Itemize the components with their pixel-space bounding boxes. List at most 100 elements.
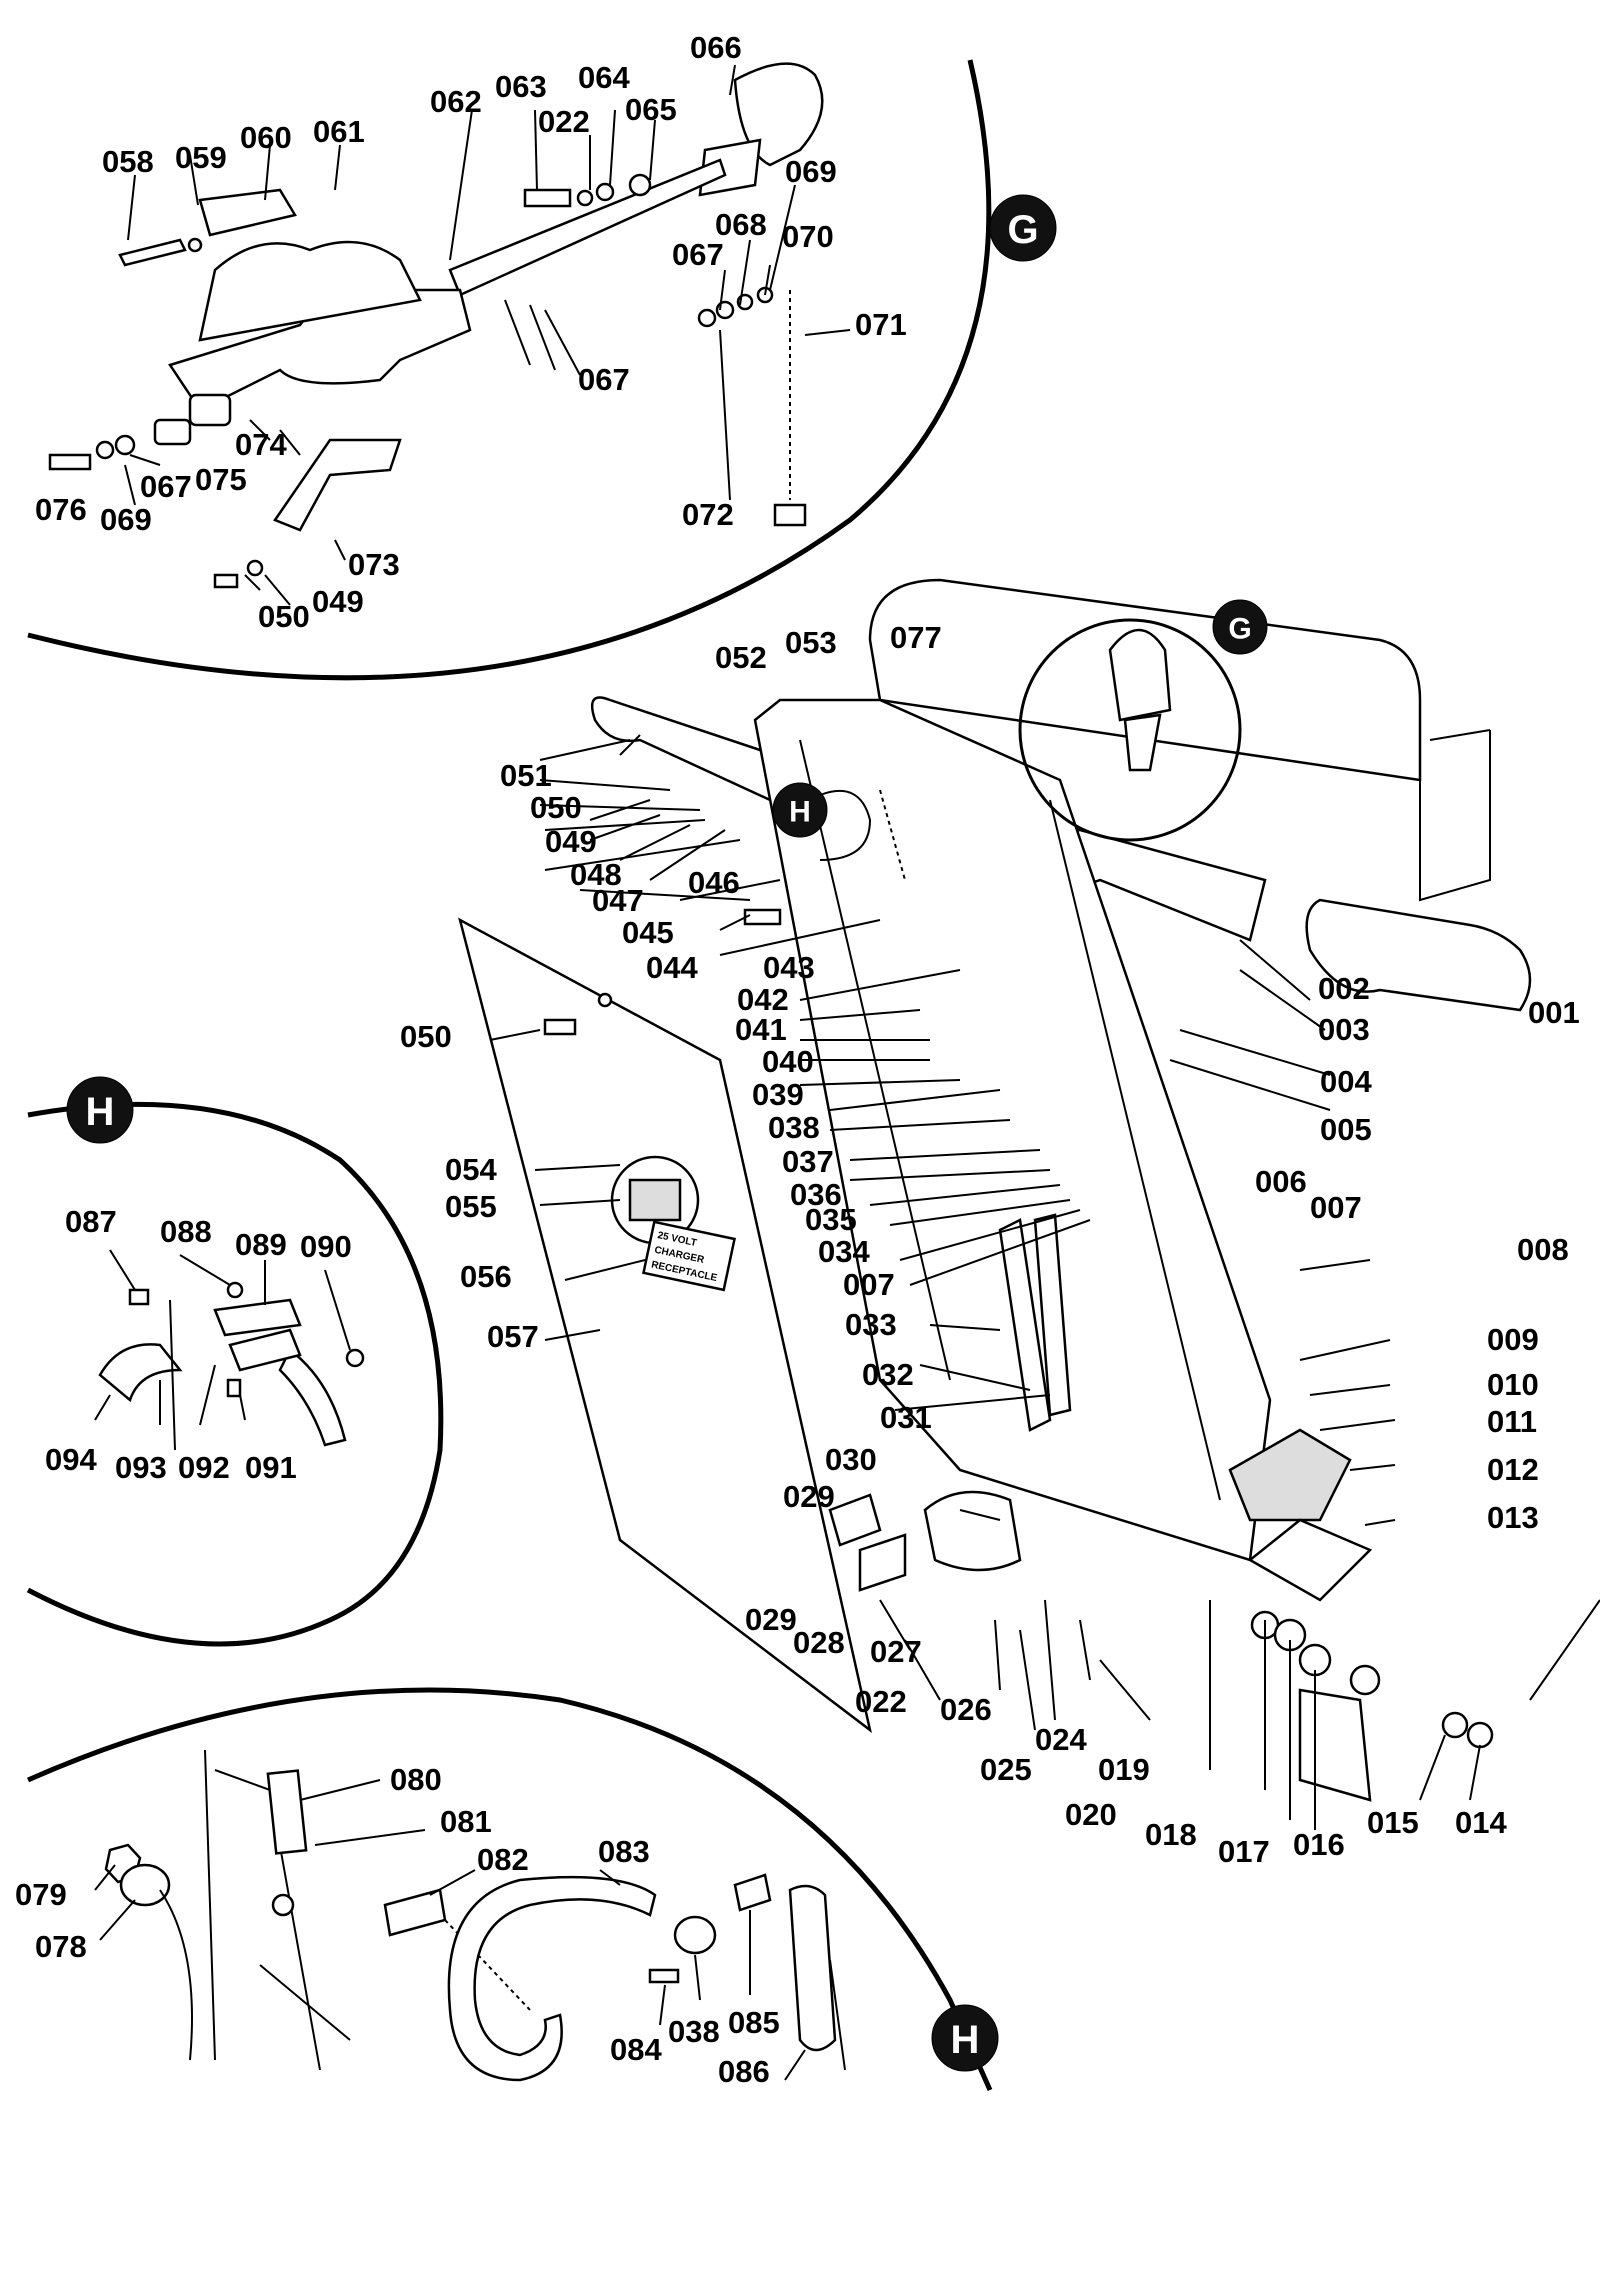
label-012: 012 xyxy=(1487,1452,1539,1487)
label-093: 093 xyxy=(115,1450,167,1485)
label-042: 042 xyxy=(737,982,789,1017)
svg-text:H: H xyxy=(789,796,811,829)
label-053: 053 xyxy=(785,625,837,660)
label-036: 036 xyxy=(790,1177,842,1212)
label-082: 082 xyxy=(477,1842,529,1877)
label-033: 033 xyxy=(845,1307,897,1342)
label-049: 049 xyxy=(545,824,597,859)
label-085: 085 xyxy=(728,2005,780,2040)
label-019: 019 xyxy=(1098,1752,1150,1787)
label-032: 032 xyxy=(862,1357,914,1392)
label-067: 067 xyxy=(672,237,724,272)
label-092: 092 xyxy=(178,1450,230,1485)
label-016: 016 xyxy=(1293,1827,1345,1862)
label-038h: 038 xyxy=(668,2014,720,2049)
label-047: 047 xyxy=(592,883,644,918)
label-061: 061 xyxy=(313,114,365,149)
label-067b: 067 xyxy=(578,362,630,397)
label-079: 079 xyxy=(15,1877,67,1912)
label-050g: 050 xyxy=(258,599,310,634)
label-083: 083 xyxy=(598,1834,650,1869)
label-080: 080 xyxy=(390,1762,442,1797)
label-050: 050 xyxy=(530,790,582,825)
label-028: 028 xyxy=(793,1625,845,1660)
label-069: 069 xyxy=(785,154,837,189)
label-024: 024 xyxy=(1035,1722,1087,1757)
label-065: 065 xyxy=(625,92,677,127)
label-062: 062 xyxy=(430,84,482,119)
label-022g: 022 xyxy=(538,104,590,139)
label-020: 020 xyxy=(1065,1797,1117,1832)
label-017: 017 xyxy=(1218,1834,1270,1869)
svg-text:H: H xyxy=(951,2018,980,2062)
label-063: 063 xyxy=(495,69,547,104)
label-014: 014 xyxy=(1455,1805,1507,1840)
label-006: 006 xyxy=(1255,1164,1307,1199)
label-078: 078 xyxy=(35,1929,87,1964)
label-004: 004 xyxy=(1320,1064,1372,1099)
label-002: 002 xyxy=(1318,971,1370,1006)
label-007: 007 xyxy=(1310,1190,1362,1225)
label-048: 048 xyxy=(570,857,622,892)
label-035: 035 xyxy=(805,1202,857,1237)
label-027: 027 xyxy=(870,1634,922,1669)
label-044: 044 xyxy=(646,950,698,985)
label-040: 040 xyxy=(762,1044,814,1079)
label-050b: 050 xyxy=(400,1019,452,1054)
label-060: 060 xyxy=(240,120,292,155)
label-058: 058 xyxy=(102,144,154,179)
label-069b: 069 xyxy=(100,502,152,537)
label-089: 089 xyxy=(235,1227,287,1262)
label-091: 091 xyxy=(245,1450,297,1485)
label-013: 013 xyxy=(1487,1500,1539,1535)
svg-text:G: G xyxy=(1228,613,1251,646)
label-054: 054 xyxy=(445,1152,497,1187)
label-075: 075 xyxy=(195,462,247,497)
label-066: 066 xyxy=(690,30,742,65)
label-052: 052 xyxy=(715,640,767,675)
label-049g: 049 xyxy=(312,584,364,619)
label-026: 026 xyxy=(940,1692,992,1727)
label-011: 011 xyxy=(1487,1404,1537,1439)
label-001: 001 xyxy=(1528,995,1580,1030)
label-068: 068 xyxy=(715,207,767,242)
label-008: 008 xyxy=(1517,1232,1569,1267)
label-037: 037 xyxy=(782,1144,834,1179)
part-labels: 001 002 003 004 005 006 007 008 009 010 … xyxy=(15,30,1580,2089)
detail-h-left: H xyxy=(26,1076,444,1647)
label-087: 087 xyxy=(65,1204,117,1239)
label-038: 038 xyxy=(768,1110,820,1145)
label-064: 064 xyxy=(578,60,630,95)
detail-g: G xyxy=(27,59,1057,681)
label-059: 059 xyxy=(175,140,227,175)
label-034: 034 xyxy=(818,1234,870,1269)
label-094: 094 xyxy=(45,1442,97,1477)
label-010: 010 xyxy=(1487,1367,1539,1402)
label-074: 074 xyxy=(235,427,287,462)
label-018: 018 xyxy=(1145,1817,1197,1852)
label-029b: 029 xyxy=(783,1479,835,1514)
label-081: 081 xyxy=(440,1804,492,1839)
label-070: 070 xyxy=(782,219,834,254)
label-031: 031 xyxy=(880,1400,932,1435)
label-029: 029 xyxy=(745,1602,797,1637)
label-039: 039 xyxy=(752,1077,804,1112)
detail-g-badge: G xyxy=(1007,208,1038,252)
label-090: 090 xyxy=(300,1229,352,1264)
label-073: 073 xyxy=(348,547,400,582)
label-071: 071 xyxy=(855,307,907,342)
label-041: 041 xyxy=(735,1012,787,1047)
label-076: 076 xyxy=(35,492,87,527)
label-005: 005 xyxy=(1320,1112,1372,1147)
label-045: 045 xyxy=(622,915,674,950)
main-assembly: G H 25 VOLT CHARGER RECEPTACLE xyxy=(458,578,1600,1830)
label-051: 051 xyxy=(500,758,552,793)
label-056: 056 xyxy=(460,1259,512,1294)
label-009: 009 xyxy=(1487,1322,1539,1357)
label-030: 030 xyxy=(825,1442,877,1477)
label-057: 057 xyxy=(487,1319,539,1354)
label-086: 086 xyxy=(718,2054,770,2089)
label-043: 043 xyxy=(763,950,815,985)
detail-h-badge: H xyxy=(86,1090,115,1134)
label-046: 046 xyxy=(688,865,740,900)
